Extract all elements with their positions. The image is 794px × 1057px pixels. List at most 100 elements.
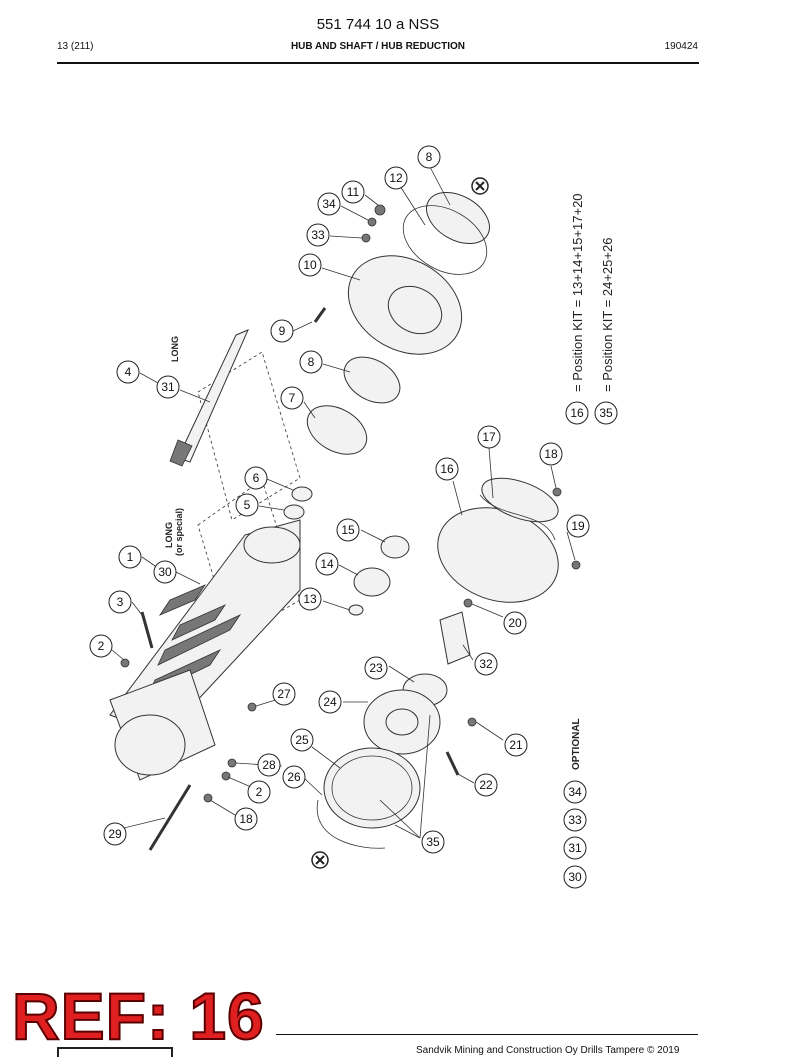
hub (347, 255, 463, 355)
svg-text:14: 14 (320, 557, 334, 571)
svg-text:2: 2 (98, 639, 105, 653)
nut-21 (467, 717, 477, 727)
footer-copyright: Sandvik Mining and Construction Oy Drill… (416, 1045, 680, 1056)
callout-16: 16 (435, 457, 459, 481)
callout-22: 22 (474, 773, 498, 797)
callout-7: 7 (280, 386, 304, 410)
callout-20: 20 (503, 611, 527, 635)
svg-text:18: 18 (239, 812, 253, 826)
nut-11 (374, 204, 386, 216)
svg-text:26: 26 (287, 770, 301, 784)
svg-text:8: 8 (308, 355, 315, 369)
svg-text:3: 3 (117, 595, 124, 609)
svg-text:32: 32 (479, 657, 493, 671)
callout-35: 35 (421, 830, 445, 854)
callout-19: 19 (566, 514, 590, 538)
bolt-3 (140, 611, 154, 649)
label-long-special: LONG (164, 522, 174, 548)
stud-29 (148, 784, 192, 851)
label-or-special: (or special) (174, 508, 184, 556)
label-long: LONG (170, 336, 180, 362)
callout-26: 26 (282, 765, 306, 789)
svg-text:15: 15 (341, 523, 355, 537)
callout-11: 11 (341, 180, 365, 204)
svg-text:29: 29 (108, 827, 122, 841)
callout-10: 10 (298, 253, 322, 277)
callout-2-lower: 2 (247, 780, 271, 804)
callout-8-lower: 8 (299, 350, 323, 374)
sun-gear-32 (439, 611, 471, 665)
callout-28: 28 (257, 753, 281, 777)
callout-15: 15 (336, 518, 360, 542)
svg-text:21: 21 (509, 738, 523, 752)
callout-3: 3 (108, 590, 132, 614)
svg-text:9: 9 (279, 324, 286, 338)
svg-text:34: 34 (568, 785, 582, 799)
header-divider (57, 62, 699, 64)
ring-25 (323, 747, 421, 829)
washer-6 (291, 486, 313, 502)
callout-14: 14 (315, 552, 339, 576)
label-optional: OPTIONAL (571, 718, 582, 770)
callout-2-upper: 2 (89, 634, 113, 658)
svg-text:13: 13 (303, 592, 317, 606)
plug-27 (247, 702, 257, 712)
svg-text:6: 6 (253, 471, 260, 485)
optional-item-34: 34 (563, 780, 587, 804)
callout-31: 31 (156, 375, 180, 399)
kit-ref-35: 35 (594, 401, 618, 425)
svg-text:27: 27 (277, 687, 291, 701)
callout-9: 9 (270, 319, 294, 343)
not-supplied-icon (471, 177, 489, 195)
brand-logo (57, 1047, 173, 1057)
callout-6: 6 (244, 466, 268, 490)
svg-text:18: 18 (544, 447, 558, 461)
optional-item-33: 33 (563, 808, 587, 832)
callout-4: 4 (116, 360, 140, 384)
callout-34: 34 (317, 192, 341, 216)
nut-13 (348, 604, 364, 616)
callout-18-upper: 18 (539, 442, 563, 466)
optional-item-30: 30 (563, 865, 587, 889)
svg-text:11: 11 (347, 185, 360, 199)
svg-text:8: 8 (426, 150, 433, 164)
washer-20 (463, 598, 473, 608)
svg-text:20: 20 (508, 616, 522, 630)
kit-legend: = Position KIT = 13+14+15+17+20 = Positi… (565, 193, 618, 425)
stud-9 (313, 307, 327, 323)
shaft-group-outline (197, 351, 301, 521)
ref-stamp: REF: 16 (11, 979, 265, 1053)
callout-17: 17 (477, 425, 501, 449)
svg-text:31: 31 (161, 380, 175, 394)
callout-13: 13 (298, 587, 322, 611)
washer-5 (283, 504, 305, 520)
callout-8-upper: 8 (417, 145, 441, 169)
o-ring-12 (402, 205, 488, 275)
svg-text:30: 30 (568, 870, 582, 884)
callout-21: 21 (504, 733, 528, 757)
optional-item-31: 31 (563, 836, 587, 860)
svg-text:12: 12 (389, 171, 403, 185)
svg-text:5: 5 (244, 498, 251, 512)
page-number: 13 (211) (57, 41, 94, 52)
svg-text:33: 33 (311, 228, 325, 242)
ring-25-inner (331, 755, 413, 821)
bearing-lower (343, 356, 401, 404)
ring-gear-hub (385, 708, 419, 736)
washer-2-upper (120, 658, 130, 668)
svg-text:4: 4 (125, 365, 132, 379)
date-code: 190424 (664, 41, 698, 52)
washer-34 (367, 217, 377, 227)
svg-text:16: 16 (570, 406, 584, 420)
washer-33 (361, 233, 371, 243)
svg-text:30: 30 (158, 565, 172, 579)
svg-text:31: 31 (568, 841, 582, 855)
screw-19 (571, 560, 581, 570)
svg-text:34: 34 (322, 197, 336, 211)
stud-22 (445, 751, 460, 776)
callout-18-lower: 18 (234, 807, 258, 831)
svg-text:10: 10 (303, 258, 317, 272)
callout-30: 30 (153, 560, 177, 584)
kit-35-text: = Position KIT = 24+25+26 (600, 238, 615, 392)
